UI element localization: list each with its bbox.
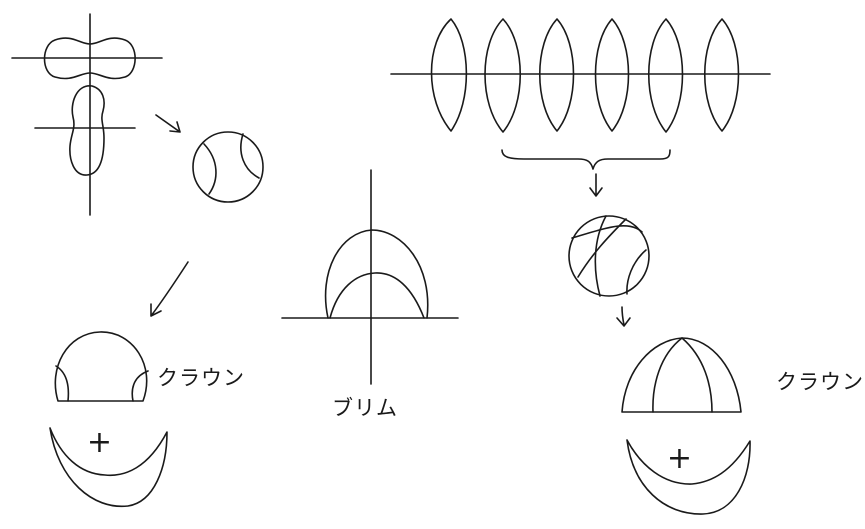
brim-drafting bbox=[281, 169, 459, 385]
crown-left-piece bbox=[54, 331, 149, 402]
crown-right-outline bbox=[621, 337, 742, 413]
crown-right-seam bbox=[652, 337, 683, 413]
arrow-to-ball-left bbox=[155, 114, 181, 133]
gore-bracket bbox=[501, 149, 671, 170]
peanut-piece-horizontal bbox=[43, 37, 136, 80]
peanut-piece-vertical bbox=[69, 85, 105, 176]
gore-panel bbox=[484, 18, 522, 133]
ball-right-outline bbox=[568, 215, 650, 297]
crown-left-outline bbox=[54, 331, 148, 402]
peanut-pattern-pieces bbox=[11, 13, 163, 216]
ball-right-seam bbox=[571, 224, 643, 239]
brim-outer-arc bbox=[324, 229, 429, 319]
brim-right-crescent bbox=[626, 439, 751, 515]
ball-right bbox=[568, 215, 650, 297]
crown-left-seam-left bbox=[55, 365, 70, 402]
arrow-to-crown-left bbox=[150, 261, 189, 317]
ball-left-outline bbox=[192, 131, 264, 203]
arrow-to-crown-right bbox=[616, 306, 631, 327]
gore-panel bbox=[703, 18, 740, 132]
gore-panel bbox=[538, 18, 575, 132]
gore-panel bbox=[647, 18, 684, 133]
ball-right-seam bbox=[577, 218, 627, 278]
ball-right-seam bbox=[626, 249, 647, 295]
gore-panel bbox=[430, 18, 468, 132]
crown-right-seam bbox=[681, 337, 713, 413]
brim-label: ブリム bbox=[332, 396, 398, 420]
crown-left-seam-right bbox=[131, 370, 149, 402]
gore-panels bbox=[390, 18, 771, 133]
ball-left bbox=[192, 131, 264, 203]
plus-right: + bbox=[667, 441, 693, 476]
ball-left-seam-left bbox=[203, 143, 217, 195]
plus-left: + bbox=[87, 425, 113, 460]
crown-right-piece bbox=[621, 337, 742, 413]
ball-right-seam bbox=[594, 215, 607, 297]
crown-left-label: クラウン bbox=[157, 366, 245, 390]
brim-inner-arc bbox=[329, 272, 425, 319]
ball-left-seam-right bbox=[240, 133, 260, 179]
gore-panel bbox=[594, 18, 630, 132]
arrow-to-ball-right bbox=[589, 173, 603, 197]
brim-left-crescent bbox=[49, 427, 168, 508]
crown-right-label: クラウン bbox=[776, 370, 864, 394]
